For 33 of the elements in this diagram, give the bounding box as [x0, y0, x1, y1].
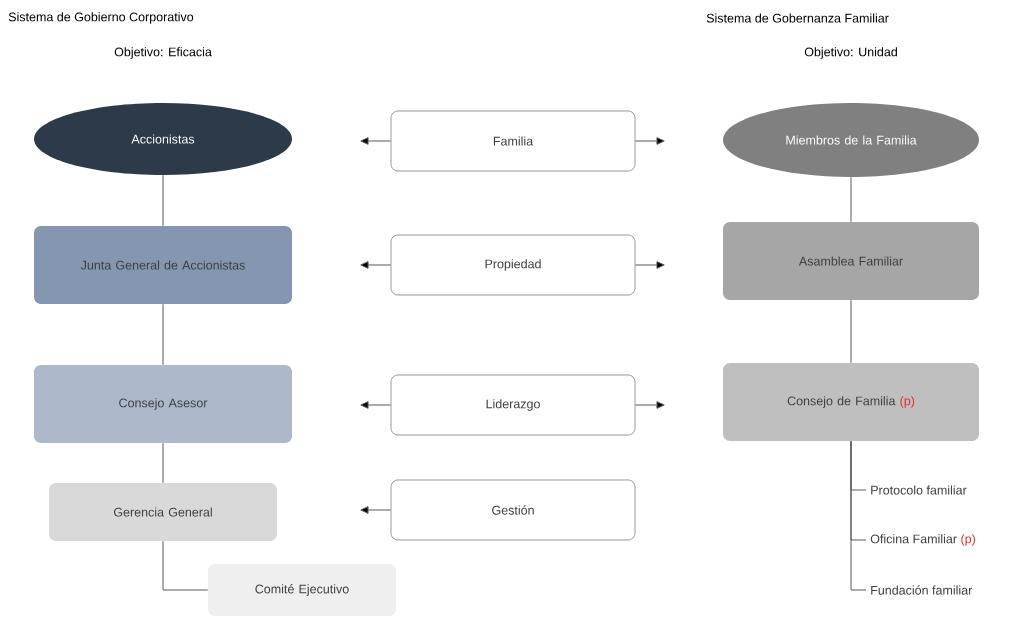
connector-line	[162, 303, 164, 366]
connector-line	[162, 174, 164, 227]
process-box: Liderazgo	[390, 374, 636, 436]
connector-line	[850, 440, 867, 591]
list-item-text: Fundación familiar	[871, 585, 973, 595]
process-box: Junta General de Accionistas	[34, 226, 292, 304]
process-box: Gestión	[390, 479, 636, 541]
arrow	[634, 261, 665, 269]
process-box: Comité Ejecutivo	[208, 564, 396, 616]
connector-line	[850, 176, 852, 223]
process-box: Gerencia General	[49, 483, 277, 541]
arrow	[360, 401, 392, 409]
arrow	[360, 261, 392, 269]
ellipse-node: Miembros de la Familia	[723, 103, 979, 177]
connector-line	[850, 299, 852, 364]
process-box: Consejo de Familia (p)	[723, 363, 979, 441]
process-box: Propiedad	[390, 234, 636, 296]
heading: Objetivo: Unidad	[804, 47, 897, 59]
arrow	[634, 401, 665, 409]
arrow	[360, 137, 392, 145]
heading: Sistema de Gobernanza Familiar	[706, 13, 889, 23]
process-box: Asamblea Familiar	[723, 222, 979, 300]
heading: Objetivo: Eficacia	[114, 47, 212, 59]
connector-line	[162, 442, 164, 484]
process-box: Consejo Asesor	[34, 365, 292, 443]
ellipse-node: Accionistas	[34, 103, 292, 175]
connector-line	[162, 540, 209, 591]
heading: Sistema de Gobierno Corporativo	[8, 12, 194, 24]
arrow	[634, 137, 665, 145]
list-item-text: Oficina Familiar (p)	[870, 534, 975, 546]
list-item-text: Protocolo familiar	[871, 485, 967, 495]
process-box: Familia	[390, 110, 636, 172]
arrow	[360, 506, 392, 514]
